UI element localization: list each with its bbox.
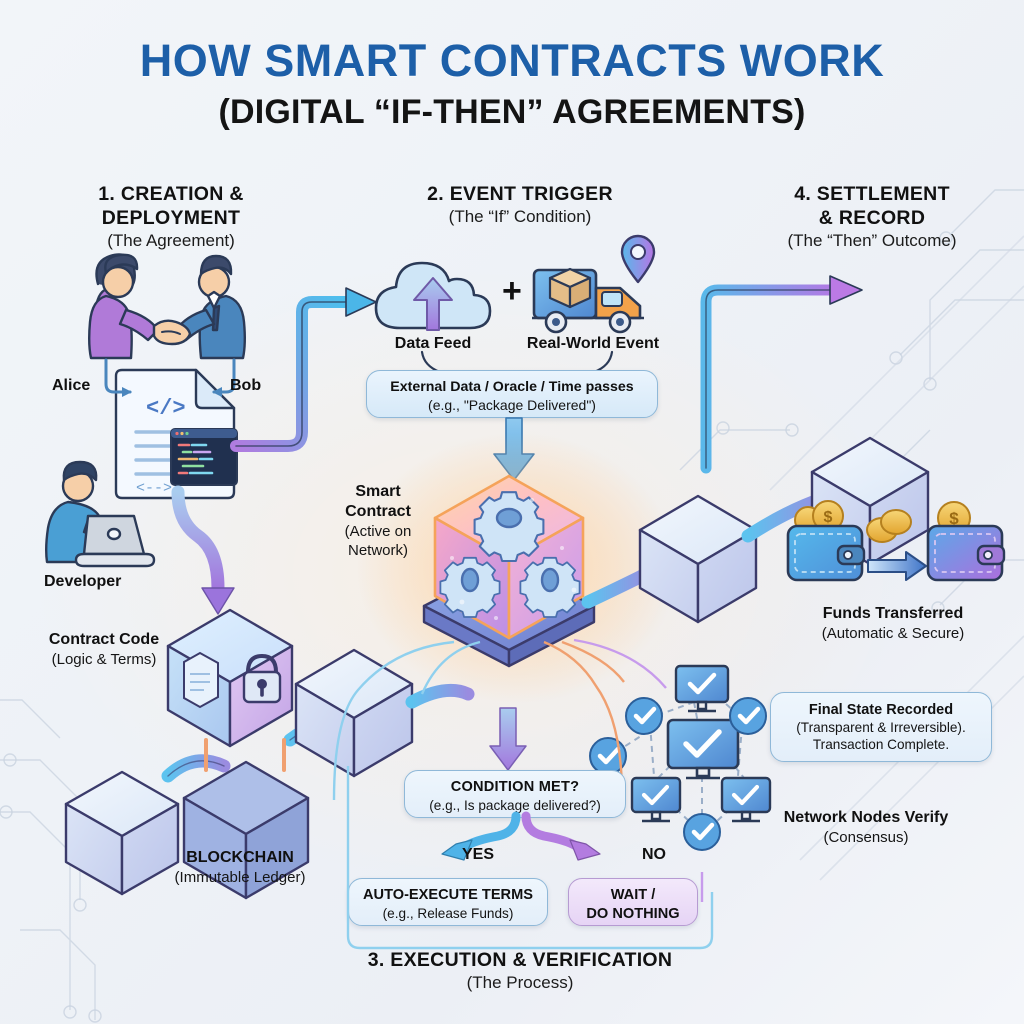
section-1-subheading: (The Agreement)	[107, 231, 235, 250]
developer-laptop-icon	[45, 460, 156, 568]
network-nodes-title: Network Nodes Verify	[783, 809, 949, 826]
branch-arrows-yes-no	[441, 811, 601, 861]
oracle-box-line1: External Data / Oracle / Time passes	[390, 379, 634, 395]
contract-code-title: Contract Code	[48, 631, 160, 648]
location-pin-icon	[620, 234, 656, 284]
section-3-subheading: (The Process)	[466, 973, 574, 992]
arrow-deploy-to-blockchain	[171, 485, 235, 615]
section-3-heading-group: 3. EXECUTION & VERIFICATION (The Process…	[330, 948, 710, 994]
developer-label: Developer	[44, 573, 122, 590]
no-label: NO	[642, 846, 666, 863]
funds-transferred-title: Funds Transferred	[822, 605, 964, 622]
arrow-deployment-to-event	[230, 287, 377, 452]
network-nodes-label-group: Network Nodes Verify (Consensus)	[756, 808, 976, 847]
section-4-heading-line2: & RECORD	[818, 207, 926, 229]
condition-box: CONDITION MET? (e.g., Is package deliver…	[404, 770, 626, 818]
plus-symbol: +	[502, 272, 522, 310]
smart-contract-label-line4: Network)	[347, 542, 408, 559]
section-3-heading: 3. EXECUTION & VERIFICATION	[367, 949, 673, 971]
condition-line1: CONDITION MET?	[450, 779, 580, 795]
yes-label: YES	[462, 846, 495, 863]
contract-code-sub: (Logic & Terms)	[51, 651, 157, 668]
alice-bob-connectors	[104, 358, 236, 397]
handshake-icon	[88, 253, 246, 360]
section-1-heading-group: 1. CREATION & DEPLOYMENT (The Agreement)	[42, 182, 300, 252]
section-1-heading-line1: 1. CREATION &	[98, 183, 244, 205]
svg-text:</>: </>	[146, 396, 186, 421]
delivery-truck-icon	[532, 267, 644, 334]
cloud-upload-icon	[374, 261, 492, 331]
blockchain-title: BLOCKCHAIN	[186, 849, 294, 866]
smart-contract-label-group: Smart Contract (Active on Network)	[330, 482, 426, 560]
smart-contract-label-line2: Contract	[345, 503, 411, 520]
final-state-line1: Final State Recorded	[808, 702, 954, 718]
page-title: HOW SMART CONTRACTS WORK	[139, 35, 885, 86]
wait-do-nothing-box: WAIT / DO NOTHING	[568, 878, 698, 926]
blockchain-sub: (Immutable Ledger)	[174, 869, 306, 886]
wait-line2: DO NOTHING	[586, 906, 680, 922]
smart-contract-label-line3: (Active on	[344, 523, 412, 540]
blockchain-cluster-left	[64, 608, 379, 900]
real-world-event-label: Real-World Event	[526, 335, 660, 352]
final-state-box: Final State Recorded (Transparent & Irre…	[770, 692, 992, 762]
section-4-heading-line1: 4. SETTLEMENT	[794, 183, 950, 205]
oracle-box-line2: (e.g., "Package Delivered")	[428, 397, 596, 413]
funds-transferred-label-group: Funds Transferred (Automatic & Secure)	[778, 604, 1008, 643]
final-state-line2: (Transparent & Irreversible).	[796, 720, 966, 735]
condition-line2: (e.g., Is package delivered?)	[429, 798, 601, 813]
smart-contract-label-line1: Smart	[355, 483, 401, 500]
oracle-box: External Data / Oracle / Time passes (e.…	[366, 370, 658, 418]
section-4-heading-group: 4. SETTLEMENT & RECORD (The “Then” Outco…	[736, 182, 1008, 252]
svg-text:$: $	[949, 509, 959, 528]
blockchain-label-group: BLOCKCHAIN (Immutable Ledger)	[140, 848, 340, 887]
contract-code-label-group: Contract Code (Logic & Terms)	[24, 630, 184, 669]
svg-text:<-->: <-->	[136, 480, 172, 497]
execution-fanout-connectors	[332, 638, 667, 801]
page-subtitle: (DIGITAL “IF-THEN” AGREEMENTS)	[218, 93, 806, 131]
arrow-contract-to-condition	[489, 707, 527, 771]
code-window-icon	[170, 428, 238, 486]
section-1-heading-line2: DEPLOYMENT	[101, 207, 241, 229]
arrow-to-settlement	[700, 275, 863, 474]
smart-contract-gear-cube-icon	[422, 474, 596, 668]
alice-label: Alice	[52, 377, 91, 394]
section-4-subheading: (The “Then” Outcome)	[787, 231, 957, 250]
auto-execute-line2: (e.g., Release Funds)	[382, 906, 514, 921]
final-state-line3: Transaction Complete.	[812, 737, 950, 752]
funds-transferred-sub: (Automatic & Secure)	[821, 625, 965, 642]
data-feed-label: Data Feed	[394, 335, 472, 352]
wait-line1: WAIT /	[610, 887, 656, 903]
section-2-subheading: (The “If” Condition)	[448, 207, 592, 226]
auto-execute-box: AUTO-EXECUTE TERMS (e.g., Release Funds)	[348, 878, 548, 926]
bob-label: Bob	[230, 377, 262, 394]
section-2-heading-group: 2. EVENT TRIGGER (The “If” Condition)	[368, 182, 672, 228]
execution-loop-frames	[346, 766, 714, 950]
svg-text:$: $	[824, 509, 833, 526]
wallet-transfer-group: $ $	[786, 500, 1006, 582]
section-2-heading: 2. EVENT TRIGGER	[427, 183, 613, 205]
network-nodes-diagram	[589, 664, 772, 851]
network-nodes-sub: (Consensus)	[823, 829, 909, 846]
auto-execute-line1: AUTO-EXECUTE TERMS	[362, 887, 533, 903]
